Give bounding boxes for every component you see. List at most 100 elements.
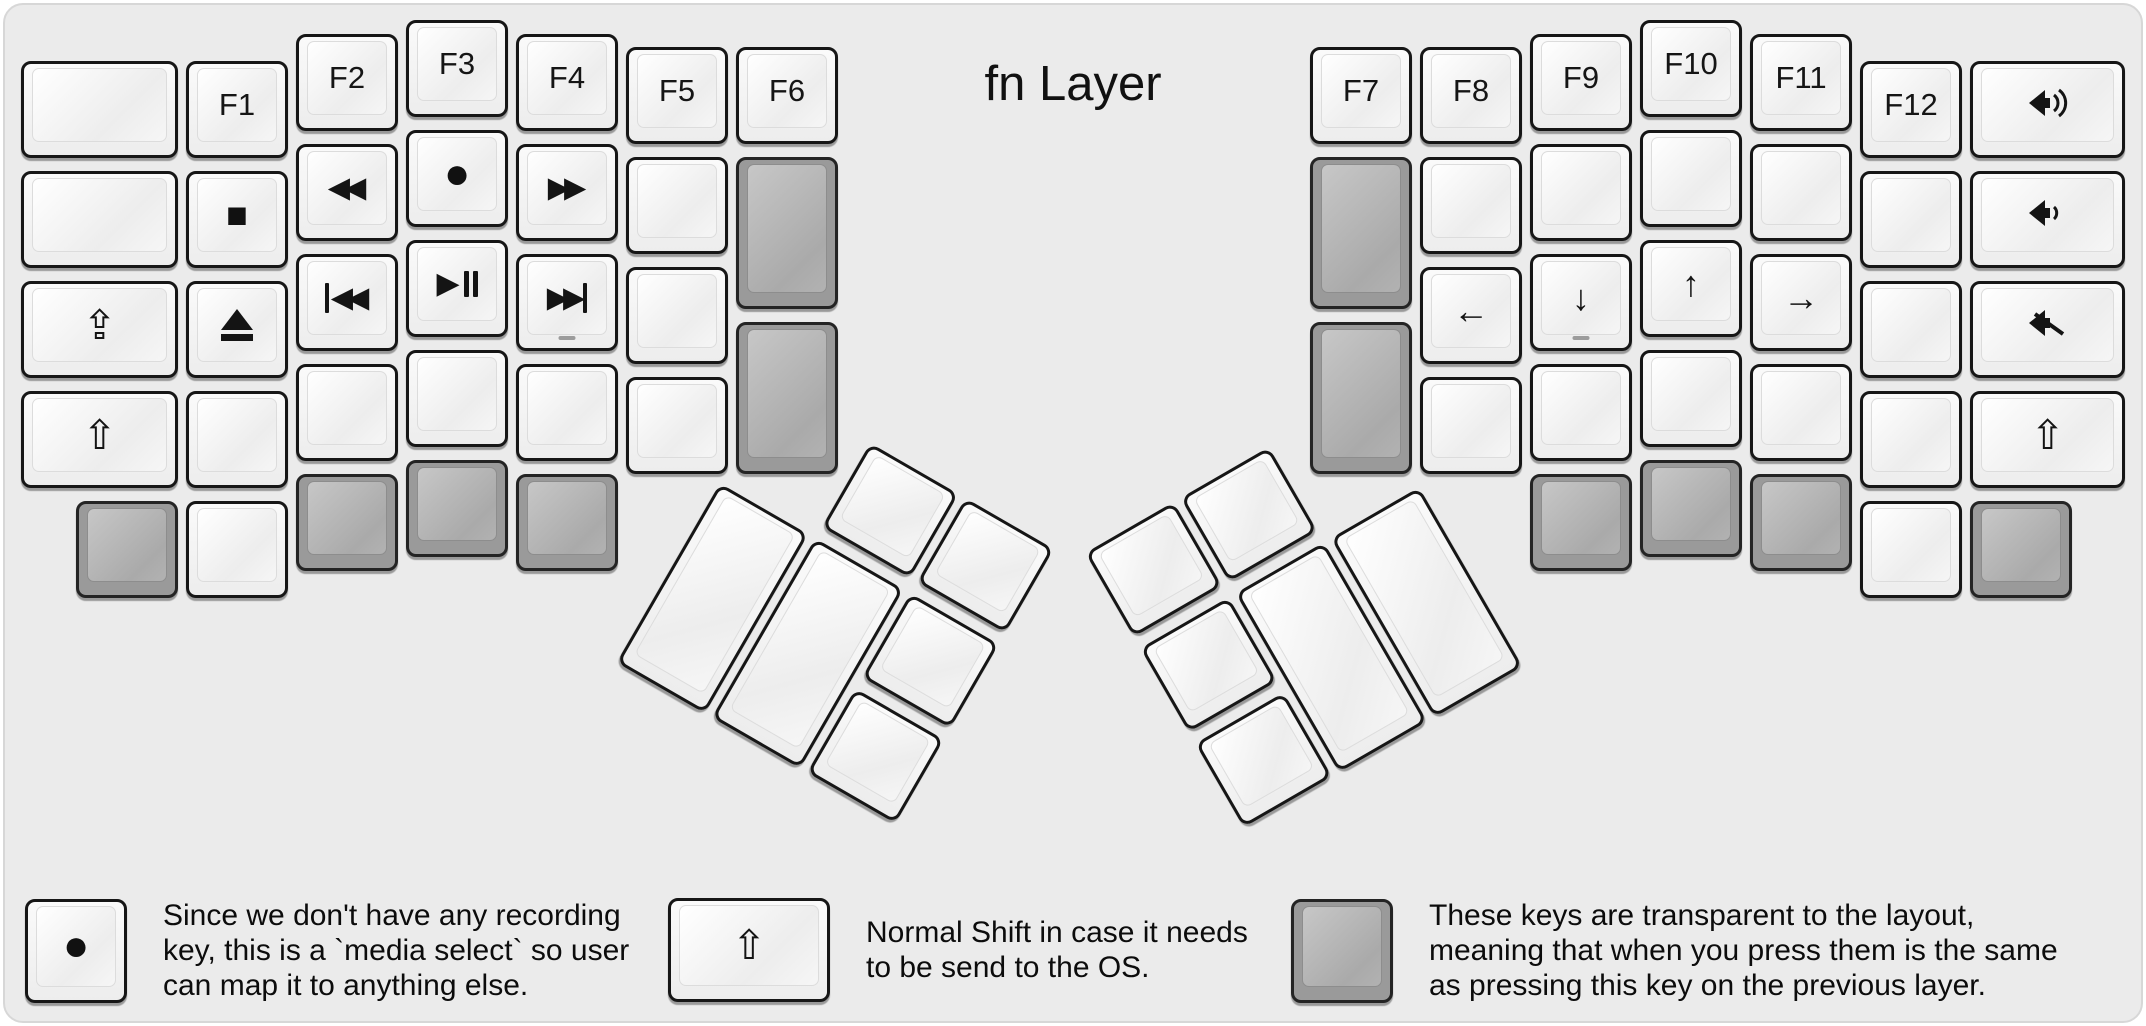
- key-play-pause[interactable]: ▶: [406, 240, 508, 337]
- caps-lock-icon: ⇪: [82, 301, 117, 348]
- key-transparent[interactable]: [516, 474, 618, 571]
- key-f6[interactable]: F6: [736, 47, 838, 144]
- key-f10[interactable]: F10: [1640, 20, 1742, 117]
- key-label: F10: [1664, 46, 1718, 81]
- key-arrow-left[interactable]: ←: [1420, 267, 1522, 364]
- shift-icon: ⇧: [731, 922, 767, 968]
- key-transparent[interactable]: [76, 501, 178, 598]
- key-fast-forward[interactable]: ▶▶: [516, 144, 618, 241]
- key-f4[interactable]: F4: [516, 34, 618, 131]
- key-f2[interactable]: F2: [296, 34, 398, 131]
- key-next-track[interactable]: ▶▶: [516, 254, 618, 351]
- shift-icon: ⇧: [2030, 411, 2065, 458]
- homing-bar: [1572, 336, 1590, 340]
- legend-item-record: ● Since we don't have any recording key,…: [25, 898, 629, 1003]
- key-arrow-down[interactable]: ↓: [1530, 254, 1632, 351]
- homing-bar: [558, 336, 576, 340]
- key-blank[interactable]: [516, 364, 618, 461]
- record-icon: ●: [62, 921, 90, 970]
- key-volume-down[interactable]: [1970, 171, 2125, 268]
- key-transparent[interactable]: [1310, 322, 1412, 474]
- legend-text-transparent: These keys are transparent to the layout…: [1429, 899, 2058, 1002]
- key-transparent[interactable]: [736, 322, 838, 474]
- key-f7[interactable]: F7: [1310, 47, 1412, 144]
- arrow-up-icon: ↑: [1682, 263, 1700, 304]
- key-blank[interactable]: [1530, 144, 1632, 241]
- arrow-right-icon: →: [1783, 277, 1819, 318]
- key-label: F8: [1452, 73, 1490, 108]
- key-label: F1: [218, 87, 256, 122]
- legend-item-transparent: These keys are transparent to the layout…: [1291, 898, 2058, 1003]
- key-blank[interactable]: [1750, 364, 1852, 461]
- play-pause-icon: ▶: [436, 269, 478, 299]
- key-caps-lock[interactable]: ⇪: [21, 281, 178, 378]
- key-shift[interactable]: ⇧: [1970, 391, 2125, 488]
- record-icon: ●: [443, 149, 471, 198]
- key-f9[interactable]: F9: [1530, 34, 1632, 131]
- key-transparent[interactable]: [1970, 501, 2072, 598]
- prev-track-icon: ◀◀: [324, 283, 370, 313]
- key-blank[interactable]: [1750, 144, 1852, 241]
- key-arrow-up[interactable]: ↑: [1640, 240, 1742, 337]
- key-arrow-right[interactable]: →: [1750, 254, 1852, 351]
- key-label: F5: [658, 73, 696, 108]
- key-transparent[interactable]: [406, 460, 508, 557]
- key-blank[interactable]: [1530, 364, 1632, 461]
- key-blank[interactable]: [406, 350, 508, 447]
- key-blank[interactable]: [1640, 130, 1742, 227]
- legend-key-transparent: [1291, 898, 1393, 1003]
- key-label: F2: [328, 60, 366, 95]
- key-transparent[interactable]: [296, 474, 398, 571]
- key-blank[interactable]: [626, 267, 728, 364]
- stop-icon: ■: [226, 194, 248, 235]
- legend-item-shift: ⇧ Normal Shift in case it needs to be se…: [668, 898, 1248, 1002]
- key-record[interactable]: ●: [406, 130, 508, 227]
- key-transparent[interactable]: [1310, 157, 1412, 309]
- key-eject[interactable]: [186, 281, 288, 378]
- key-label: F4: [548, 60, 586, 95]
- key-blank[interactable]: [1640, 350, 1742, 447]
- volume-up-icon: [2025, 86, 2071, 125]
- key-f11[interactable]: F11: [1750, 34, 1852, 131]
- key-blank[interactable]: [186, 501, 288, 598]
- key-label: F9: [1562, 60, 1600, 95]
- key-transparent[interactable]: [1530, 474, 1632, 571]
- key-blank[interactable]: [1420, 377, 1522, 474]
- rewind-icon: ◀◀: [327, 171, 367, 204]
- key-f8[interactable]: F8: [1420, 47, 1522, 144]
- key-transparent[interactable]: [736, 157, 838, 309]
- key-label: F7: [1342, 73, 1380, 108]
- key-blank[interactable]: [1420, 157, 1522, 254]
- arrow-down-icon: ↓: [1572, 277, 1590, 318]
- key-prev-track[interactable]: ◀◀: [296, 254, 398, 351]
- eject-icon: [221, 309, 253, 341]
- key-f1[interactable]: F1: [186, 61, 288, 158]
- key-label: F6: [768, 73, 806, 108]
- key-blank[interactable]: [21, 61, 178, 158]
- key-blank[interactable]: [1860, 281, 1962, 378]
- key-volume-mute[interactable]: [1970, 281, 2125, 378]
- key-label: F12: [1884, 87, 1938, 122]
- key-transparent[interactable]: [1750, 474, 1852, 571]
- key-volume-up[interactable]: [1970, 61, 2125, 158]
- key-stop[interactable]: ■: [186, 171, 288, 268]
- volume-down-icon: [2025, 196, 2071, 235]
- key-f12[interactable]: F12: [1860, 61, 1962, 158]
- key-blank[interactable]: [626, 157, 728, 254]
- key-blank[interactable]: [1860, 171, 1962, 268]
- key-shift[interactable]: ⇧: [21, 391, 178, 488]
- key-blank[interactable]: [21, 171, 178, 268]
- fast-forward-icon: ▶▶: [547, 171, 587, 204]
- key-blank[interactable]: [1860, 391, 1962, 488]
- key-f5[interactable]: F5: [626, 47, 728, 144]
- key-blank[interactable]: [626, 377, 728, 474]
- key-rewind[interactable]: ◀◀: [296, 144, 398, 241]
- shift-icon: ⇧: [82, 411, 117, 458]
- key-f3[interactable]: F3: [406, 20, 508, 117]
- key-transparent[interactable]: [1640, 460, 1742, 557]
- key-blank[interactable]: [296, 364, 398, 461]
- key-blank[interactable]: [186, 391, 288, 488]
- key-blank[interactable]: [1860, 501, 1962, 598]
